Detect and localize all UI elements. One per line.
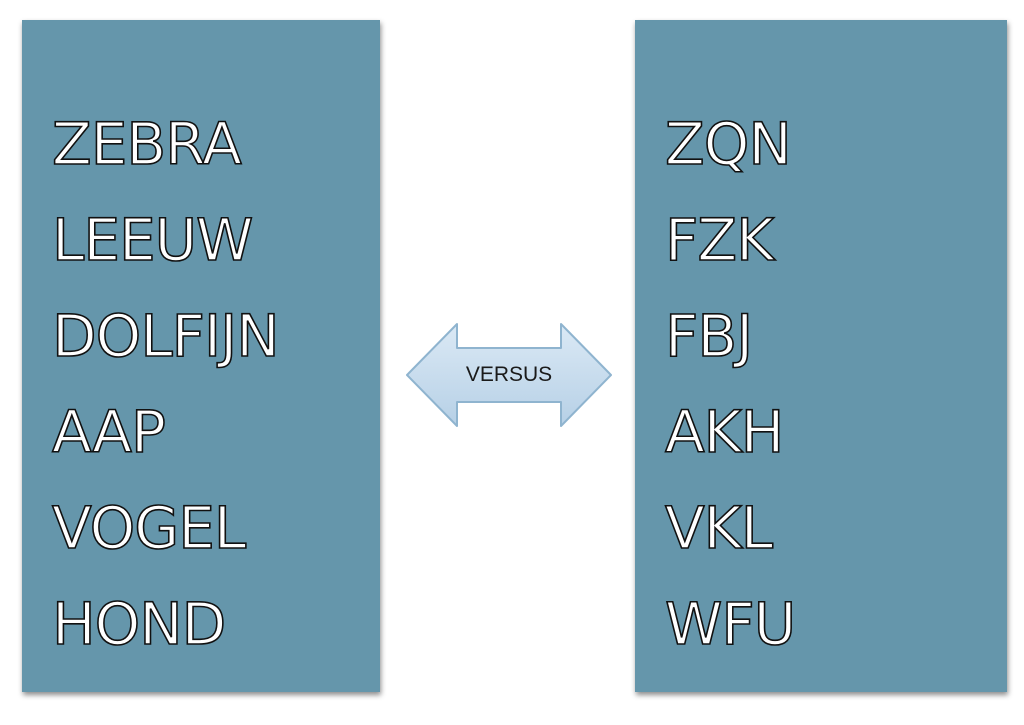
double-arrow-icon — [406, 323, 612, 427]
right-word: VKL — [664, 493, 774, 563]
left-word: AAP — [51, 397, 167, 467]
left-word: VOGEL — [51, 493, 247, 563]
left-word-list: ZEBRA LEEUW DOLFIJN AAP VOGEL HOND — [51, 96, 280, 672]
left-word-panel: ZEBRA LEEUW DOLFIJN AAP VOGEL HOND — [22, 20, 380, 692]
right-word: AKH — [664, 397, 785, 467]
right-word: ZQN — [664, 109, 792, 179]
versus-label: VERSUS — [465, 363, 553, 386]
left-word: HOND — [51, 589, 227, 659]
left-word: DOLFIJN — [51, 301, 280, 371]
left-word: LEEUW — [51, 205, 254, 275]
right-word: FBJ — [664, 301, 754, 371]
versus-double-arrow: VERSUS — [405, 320, 613, 430]
right-word: WFU — [664, 589, 797, 659]
right-word-list: ZQN FZK FBJ AKH VKL WFU — [664, 96, 797, 672]
left-word: ZEBRA — [51, 109, 242, 179]
right-word-panel: ZQN FZK FBJ AKH VKL WFU — [635, 20, 1007, 692]
right-word: FZK — [664, 205, 775, 275]
